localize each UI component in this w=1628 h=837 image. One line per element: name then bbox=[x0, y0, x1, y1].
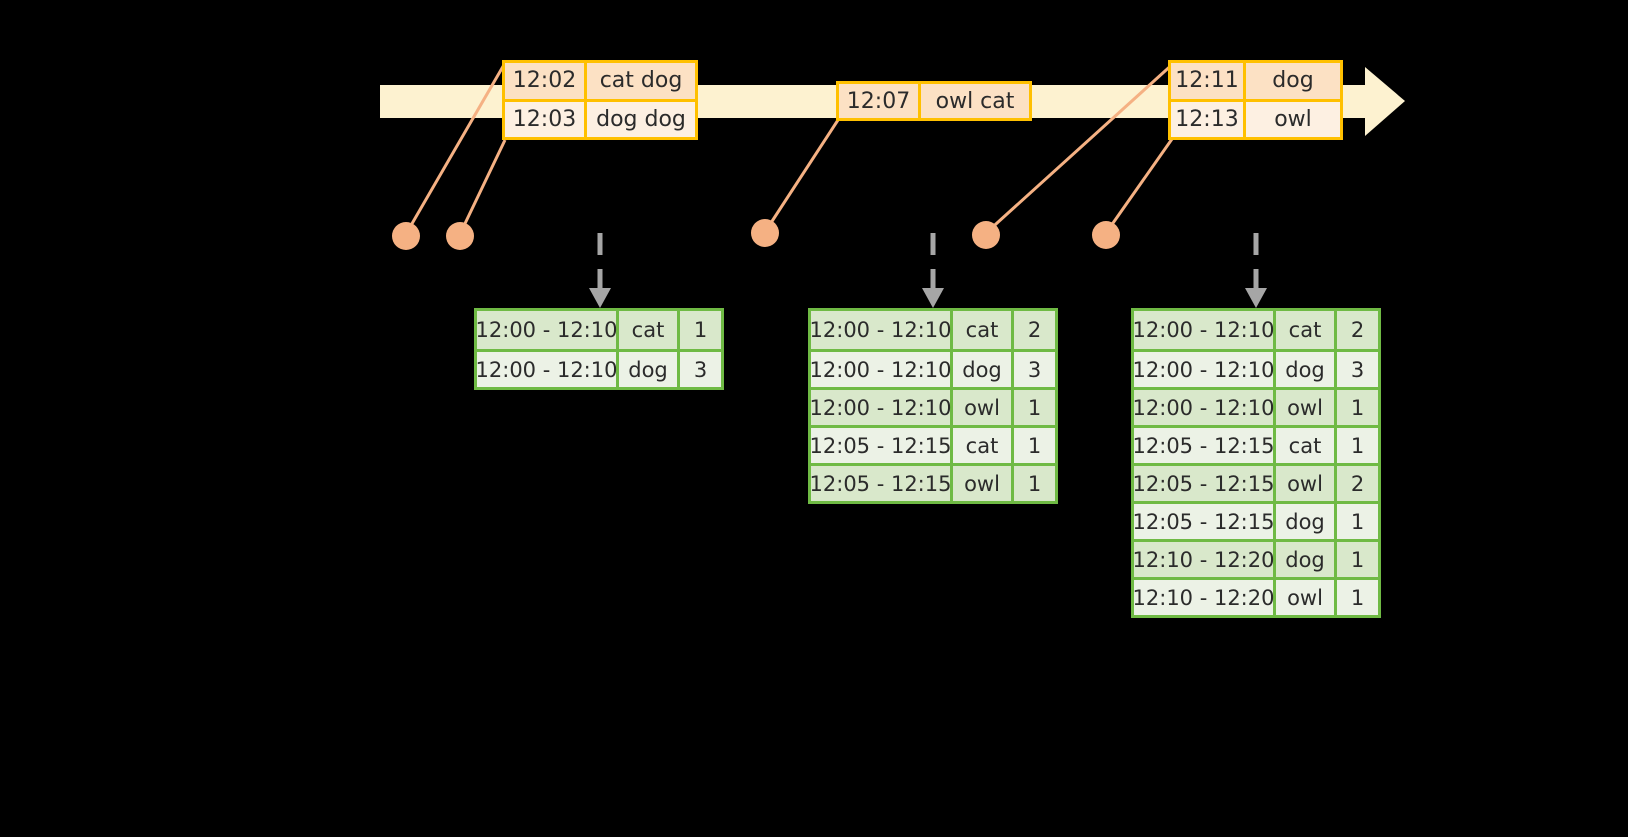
cell-count: 1 bbox=[693, 318, 708, 342]
event-payload: owl cat bbox=[935, 88, 1015, 114]
cell-key: dog bbox=[619, 352, 680, 387]
cell-count: 1 bbox=[1027, 433, 1042, 458]
cell-window: 12:05 - 12:15 bbox=[1133, 504, 1276, 539]
table-row[interactable]: 12:10 - 12:20 owl 1 bbox=[1133, 577, 1378, 615]
cell-key: cat bbox=[619, 311, 680, 349]
cell-count: 1 bbox=[1350, 547, 1365, 572]
table-row[interactable]: 12:00 - 12:10 dog 3 bbox=[476, 349, 721, 387]
cell-key: cat bbox=[953, 311, 1014, 349]
table-row[interactable]: 12:05 - 12:15 dog 1 bbox=[1133, 501, 1378, 539]
cell-count: 1 bbox=[1350, 433, 1365, 458]
cell-window: 12:00 - 12:10 bbox=[810, 390, 953, 425]
cell-window: 12:05 - 12:15 bbox=[1133, 466, 1276, 501]
cell-key: dog bbox=[1276, 542, 1337, 577]
cell-count: 2 bbox=[1027, 318, 1042, 342]
table-row[interactable]: 12:00 - 12:10 cat 2 bbox=[810, 311, 1055, 349]
cell-window: 12:10 - 12:20 bbox=[1133, 580, 1276, 615]
event-marker-12-13 bbox=[1092, 221, 1120, 249]
result-table-2[interactable]: 12:00 - 12:10 cat 2 12:00 - 12:10 dog 3 … bbox=[808, 308, 1058, 504]
cell-window: 12:00 - 12:10 bbox=[1133, 352, 1276, 387]
event-time: 12:07 bbox=[839, 84, 921, 118]
emit-arrows bbox=[589, 233, 1267, 308]
event-box-1[interactable]: 12:02 cat dog 12:03 dog dog bbox=[502, 60, 698, 140]
cell-count: 2 bbox=[1350, 318, 1365, 342]
cell-count: 3 bbox=[1350, 357, 1365, 382]
cell-window: 12:00 - 12:10 bbox=[1133, 311, 1276, 349]
cell-key: owl bbox=[1276, 580, 1337, 615]
event-payload: dog bbox=[1272, 68, 1314, 94]
table-row[interactable]: 12:00 - 12:10 dog 3 bbox=[810, 349, 1055, 387]
result-table-3[interactable]: 12:00 - 12:10 cat 2 12:00 - 12:10 dog 3 … bbox=[1131, 308, 1381, 618]
cell-key: dog bbox=[953, 352, 1014, 387]
cell-key: cat bbox=[953, 428, 1014, 463]
table-row[interactable]: 12:05 - 12:15 cat 1 bbox=[810, 425, 1055, 463]
table-row[interactable]: 12:10 - 12:20 dog 1 bbox=[1133, 539, 1378, 577]
event-row[interactable]: 12:03 dog dog bbox=[505, 98, 695, 137]
table-row[interactable]: 12:00 - 12:10 owl 1 bbox=[1133, 387, 1378, 425]
table-row[interactable]: 12:00 - 12:10 cat 1 bbox=[476, 311, 721, 349]
emit-arrow-3 bbox=[1245, 233, 1267, 308]
table-row[interactable]: 12:00 - 12:10 owl 1 bbox=[810, 387, 1055, 425]
table-row[interactable]: 12:00 - 12:10 cat 2 bbox=[1133, 311, 1378, 349]
cell-key: cat bbox=[1276, 311, 1337, 349]
cell-key: owl bbox=[953, 390, 1014, 425]
cell-key: dog bbox=[1276, 504, 1337, 539]
cell-count: 1 bbox=[1350, 509, 1365, 534]
cell-count: 3 bbox=[693, 357, 708, 382]
cell-key: owl bbox=[1276, 390, 1337, 425]
emit-arrow-2 bbox=[922, 233, 944, 308]
event-marker-12-11 bbox=[972, 221, 1000, 249]
table-row[interactable]: 12:00 - 12:10 dog 3 bbox=[1133, 349, 1378, 387]
cell-count: 3 bbox=[1027, 357, 1042, 382]
event-marker-12-07 bbox=[751, 219, 779, 247]
event-row[interactable]: 12:13 owl bbox=[1171, 98, 1340, 137]
event-box-3[interactable]: 12:11 dog 12:13 owl bbox=[1168, 60, 1343, 140]
cell-count: 1 bbox=[1350, 585, 1365, 610]
cell-window: 12:10 - 12:20 bbox=[1133, 542, 1276, 577]
table-row[interactable]: 12:05 - 12:15 owl 1 bbox=[810, 463, 1055, 501]
event-connectors bbox=[404, 60, 1177, 235]
event-box-2[interactable]: 12:07 owl cat bbox=[836, 81, 1032, 121]
cell-key: cat bbox=[1276, 428, 1337, 463]
cell-window: 12:00 - 12:10 bbox=[810, 352, 953, 387]
cell-window: 12:05 - 12:15 bbox=[810, 466, 953, 501]
cell-count: 1 bbox=[1027, 471, 1042, 496]
cell-count: 1 bbox=[1027, 395, 1042, 420]
cell-window: 12:00 - 12:10 bbox=[476, 352, 619, 387]
event-row[interactable]: 12:07 owl cat bbox=[839, 84, 1029, 118]
cell-window: 12:05 - 12:15 bbox=[1133, 428, 1276, 463]
event-payload: cat dog bbox=[599, 68, 683, 94]
event-time: 12:03 bbox=[505, 101, 587, 137]
event-marker-12-02 bbox=[392, 222, 420, 250]
event-marker-12-03 bbox=[446, 222, 474, 250]
cell-key: owl bbox=[1276, 466, 1337, 501]
event-row[interactable]: 12:02 cat dog bbox=[505, 63, 695, 99]
event-row[interactable]: 12:11 dog bbox=[1171, 63, 1340, 99]
table-row[interactable]: 12:05 - 12:15 owl 2 bbox=[1133, 463, 1378, 501]
cell-window: 12:00 - 12:10 bbox=[1133, 390, 1276, 425]
table-row[interactable]: 12:05 - 12:15 cat 1 bbox=[1133, 425, 1378, 463]
emit-arrow-1 bbox=[589, 233, 611, 308]
cell-window: 12:00 - 12:10 bbox=[476, 311, 619, 349]
event-payload: owl bbox=[1274, 106, 1312, 132]
cell-window: 12:00 - 12:10 bbox=[810, 311, 953, 349]
event-time: 12:13 bbox=[1171, 101, 1246, 137]
cell-count: 2 bbox=[1350, 471, 1365, 496]
result-table-1[interactable]: 12:00 - 12:10 cat 1 12:00 - 12:10 dog 3 bbox=[474, 308, 724, 390]
event-time: 12:11 bbox=[1171, 63, 1246, 99]
event-markers bbox=[392, 219, 1120, 250]
event-payload: dog dog bbox=[596, 106, 686, 132]
cell-key: dog bbox=[1276, 352, 1337, 387]
event-time: 12:02 bbox=[505, 63, 587, 99]
cell-key: owl bbox=[953, 466, 1014, 501]
cell-count: 1 bbox=[1350, 395, 1365, 420]
cell-window: 12:05 - 12:15 bbox=[810, 428, 953, 463]
